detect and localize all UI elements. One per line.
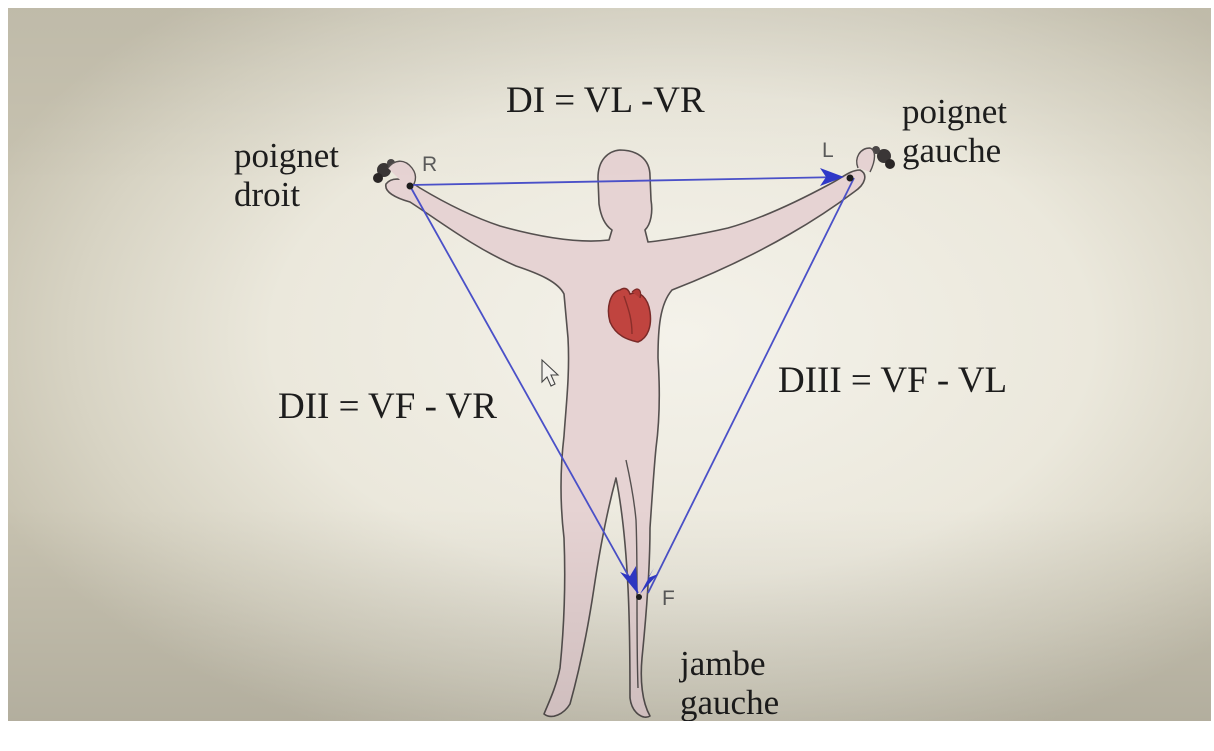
- left-hand-electrode-icon: [857, 146, 895, 172]
- left-leg-label-line2: gauche: [680, 683, 779, 721]
- left-wrist-label: poignet gauche: [902, 92, 1007, 170]
- lead-2-formula: DII = VF - VR: [278, 386, 497, 427]
- left-leg-label: jambe gauche: [680, 644, 779, 721]
- lead-1-formula: DI = VL -VR: [506, 80, 705, 121]
- left-wrist-label-line1: poignet: [902, 92, 1007, 131]
- lead-3-formula: DIII = VF - VL: [778, 360, 1007, 401]
- electrode-l-dot: [847, 175, 854, 182]
- electrode-f-label: F: [662, 588, 675, 609]
- screen-photo: DI = VL -VR DII = VF - VR DIII = VF - VL…: [8, 8, 1211, 721]
- right-wrist-label-line2: droit: [234, 175, 339, 214]
- electrode-r-dot: [407, 183, 414, 190]
- right-wrist-label-line1: poignet: [234, 136, 339, 175]
- mouse-cursor-icon: [542, 360, 558, 386]
- left-leg-label-line1: jambe: [680, 644, 779, 683]
- electrode-f-dot: [636, 594, 642, 600]
- left-wrist-label-line2: gauche: [902, 131, 1007, 170]
- right-wrist-label: poignet droit: [234, 136, 339, 214]
- electrode-r-label: R: [422, 154, 437, 175]
- human-body-outline: [386, 150, 865, 717]
- electrode-l-label: L: [822, 140, 834, 161]
